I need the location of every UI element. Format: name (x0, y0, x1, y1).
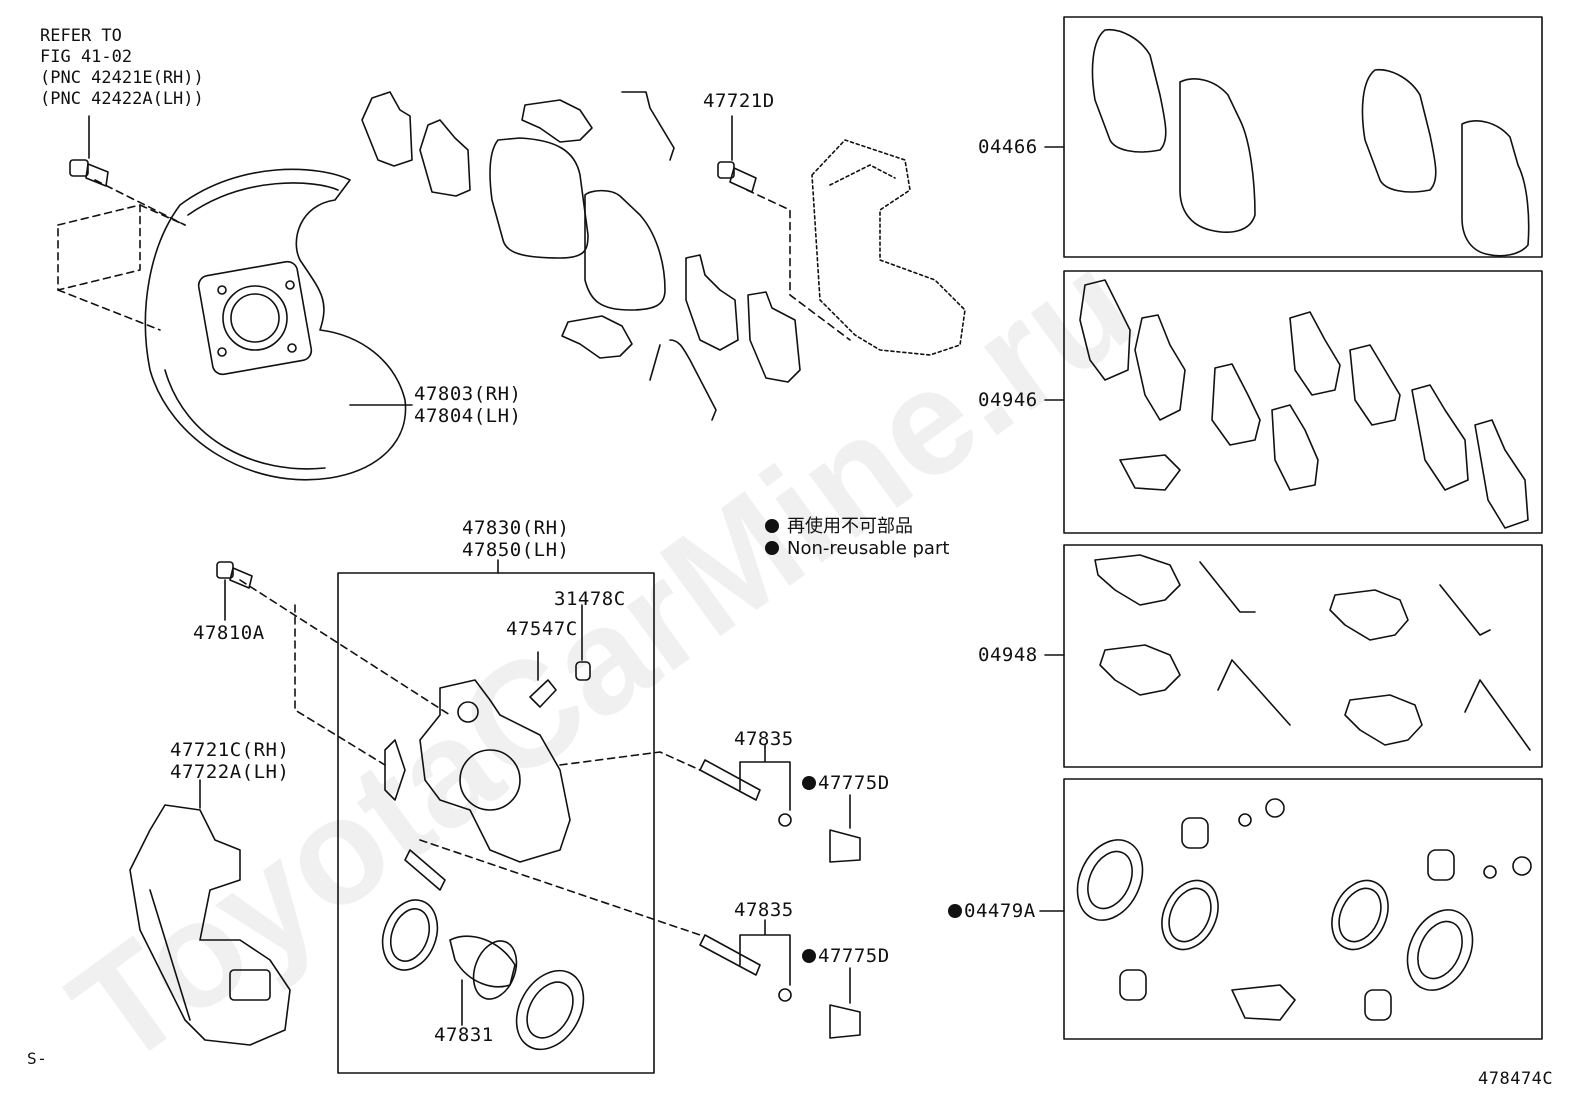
caliper-bracket-drawing (129, 804, 291, 1046)
kit-04466-drawing (1091, 29, 1530, 257)
figure-code: 478474C (1478, 1069, 1554, 1089)
kit-box-04946 (1063, 270, 1543, 534)
part-label-47835[interactable]: 47835 (734, 728, 794, 750)
part-label-47835[interactable]: 47835 (734, 899, 794, 921)
refer-note: REFER TO FIG 41-02 (PNC 42421E(RH)) (PNC… (40, 26, 204, 110)
bolt-47721D-drawing (717, 161, 757, 193)
kit-box-04479A (1063, 778, 1543, 1040)
part-label-47721D[interactable]: 47721D (703, 90, 775, 112)
part-label-47850[interactable]: 47850(LH) (462, 539, 570, 561)
dust-cover-drawing (144, 168, 407, 481)
kit-label-04946[interactable]: 04946 (978, 389, 1038, 411)
part-label-47804[interactable]: 47804(LH) (414, 405, 522, 427)
part-label-47831[interactable]: 47831 (434, 1024, 494, 1046)
part-label-47547C[interactable]: 47547C (506, 618, 578, 640)
kit-04479A-drawing (1076, 798, 1532, 1021)
legend-jp-text: 再使用不可部品 (787, 516, 913, 537)
refer-note-line: (PNC 42421E(RH)) (40, 68, 204, 88)
part-label-47830[interactable]: 47830(RH) (462, 517, 570, 539)
kit-box-04466 (1063, 16, 1543, 258)
part-number: 47775D (818, 945, 890, 967)
non-reusable-dot-icon (765, 519, 779, 533)
legend-jp: 再使用不可部品 (765, 512, 913, 538)
part-number: 04479A (964, 900, 1036, 922)
corner-mark: S- (27, 1049, 48, 1068)
part-label-47803[interactable]: 47803(RH) (414, 383, 522, 405)
caliper-mount-phantom (811, 139, 966, 356)
kit-label-04466[interactable]: 04466 (978, 136, 1038, 158)
refer-note-line: FIG 41-02 (40, 47, 133, 67)
part-label-47775D[interactable]: 47775D (802, 772, 890, 794)
slide-pin-drawings (699, 759, 861, 1039)
non-reusable-dot-icon (802, 949, 816, 963)
piston-parts-drawing (381, 899, 585, 1051)
kit-04946-drawing (1079, 279, 1529, 529)
legend-en: Non-reusable part (765, 538, 949, 559)
part-number: 47775D (818, 772, 890, 794)
refer-note-line: REFER TO (40, 26, 122, 46)
caliper-body-drawing (384, 661, 591, 891)
kit-label-04948[interactable]: 04948 (978, 644, 1038, 666)
bolt-drawing-ref (69, 159, 109, 187)
kit-label-04479A[interactable]: 04479A (948, 900, 1036, 922)
part-label-47721C[interactable]: 47721C(RH) (170, 739, 290, 761)
part-label-47810A[interactable]: 47810A (193, 622, 265, 644)
part-label-47722A[interactable]: 47722A(LH) (170, 761, 290, 783)
part-label-47775D[interactable]: 47775D (802, 945, 890, 967)
bolt-47810A-drawing (216, 561, 253, 589)
kit-04948-drawing (1094, 554, 1531, 751)
non-reusable-dot-icon (802, 776, 816, 790)
part-label-31478C[interactable]: 31478C (554, 588, 626, 610)
non-reusable-dot-icon (948, 904, 962, 918)
refer-note-line: (PNC 42422A(LH)) (40, 89, 204, 109)
legend-en-text: Non-reusable part (787, 538, 950, 559)
non-reusable-dot-icon (765, 541, 779, 555)
kit-box-04948 (1063, 544, 1543, 768)
caliper-assembly-box (337, 572, 655, 1074)
pads-upper (361, 91, 801, 421)
